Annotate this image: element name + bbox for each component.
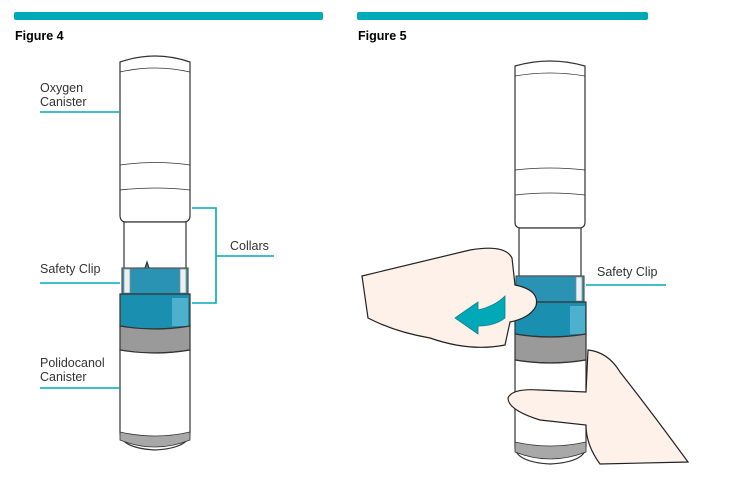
polidocanol-label-line1: Polidocanol	[40, 356, 105, 370]
figure4-device	[119, 55, 191, 451]
collars-bracket	[192, 207, 217, 304]
figure4-header-bar	[14, 12, 323, 20]
safety-clip-label: Safety Clip	[40, 262, 101, 276]
collars-label: Collars	[230, 239, 269, 253]
right-hand	[507, 349, 690, 465]
oxygen-canister-label: Oxygen Canister	[40, 81, 87, 109]
collar-gray	[119, 325, 191, 354]
polidocanol-canister-label: Polidocanol Canister	[40, 356, 105, 384]
left-hand	[361, 247, 538, 348]
arrow-left-icon	[454, 295, 506, 335]
safety-clip	[121, 267, 189, 295]
oxygen-canister	[119, 55, 191, 223]
oxygen-label-line1: Oxygen	[40, 81, 84, 95]
figure4-title: Figure 4	[15, 29, 64, 43]
polidocanol-canister	[119, 349, 191, 451]
fig5-safety-clip-label: Safety Clip	[597, 265, 658, 279]
figure5-title: Figure 5	[358, 29, 407, 43]
oxygen-label-line2: Canister	[40, 95, 87, 109]
figure5-header-bar	[357, 12, 648, 20]
polidocanol-label-line2: Canister	[40, 370, 87, 384]
